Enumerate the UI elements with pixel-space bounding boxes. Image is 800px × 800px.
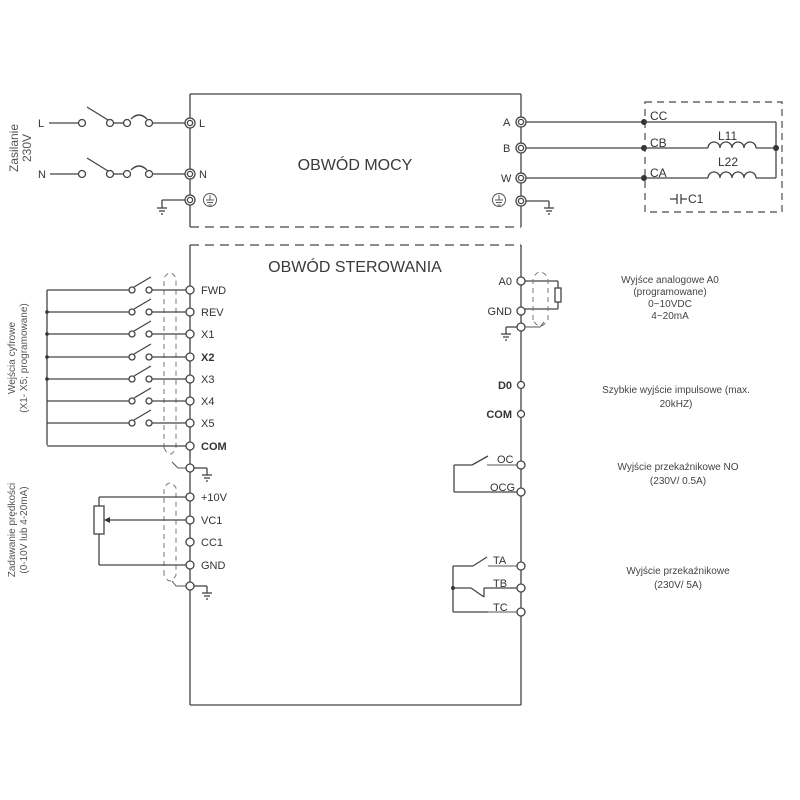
terminal-plus10v-label: +10V: [201, 492, 228, 504]
earth-icon: [492, 193, 506, 207]
terminal-rev-label: REV: [201, 307, 224, 319]
terminal-a-label: A: [503, 117, 511, 129]
terminal-l-label: L: [199, 118, 205, 130]
relay-no-output: OC OCG: [453, 454, 526, 497]
load-resistor-icon: [554, 287, 562, 303]
analog-out-desc-4: 4~20mA: [651, 311, 689, 322]
supply-voltage-label: 230V: [20, 134, 34, 162]
motor-cb-label: CB: [650, 136, 667, 150]
coil-l11-label: L11: [718, 129, 737, 143]
analog-input-row-gnd: GND: [185, 560, 226, 572]
capacitor-label: C1: [688, 192, 704, 206]
analog-out-desc-3: 0~10VDC: [648, 299, 692, 310]
analog-input-row-10v: +10V: [185, 492, 228, 504]
terminal-b-label: B: [503, 143, 510, 155]
speed-setting-label: Zadawanie prędkości: [7, 483, 18, 578]
coil-l22-label: L22: [718, 155, 738, 169]
terminal-n-label: N: [199, 169, 207, 181]
supply-line-n: N N: [38, 157, 207, 181]
analog-input-row-cc1: CC1: [185, 537, 223, 549]
analog-output: A0 GND: [488, 271, 562, 341]
input-switch: [133, 387, 152, 399]
capacitor-icon: [670, 194, 687, 204]
relay-desc-2: (230V/ 5A): [654, 580, 702, 591]
terminal-cc1-label: CC1: [201, 537, 223, 549]
digital-input-row-fwd: FWD: [47, 276, 226, 297]
coil-l11: [707, 141, 757, 149]
supply-line-l: L L: [38, 106, 205, 130]
terminal-gnd-out-label: GND: [488, 306, 513, 318]
input-switch: [133, 409, 152, 421]
digital-inputs: [46, 272, 190, 469]
motor-ca-label: CA: [650, 166, 667, 180]
terminal-x5-label: X5: [201, 418, 214, 430]
terminal-tc-label: TC: [493, 602, 508, 614]
input-switch: [133, 276, 152, 288]
relay-no-desc-1: Wyjście przekaźnikowe NO: [617, 462, 738, 473]
input-switch: [133, 343, 152, 355]
descriptions: Wyjśce analogowe A0 (programowane) 0~10V…: [602, 275, 750, 591]
digital-inputs-label: Wejścia cyfrowe: [7, 322, 18, 394]
digital-input-row-x5: X5: [47, 409, 214, 430]
terminal-w-label: W: [501, 173, 512, 185]
motor-box: CC CB CA L11 L22 C1: [641, 101, 783, 213]
terminal-ta-label: TA: [493, 555, 507, 567]
digital-input-row-rev: REV: [45, 298, 224, 319]
input-switch: [133, 365, 152, 377]
terminal-x1-label: X1: [201, 329, 214, 341]
terminal-fwd-label: FWD: [201, 285, 226, 297]
power-circuit-title: OBWÓD MOCY: [298, 155, 413, 174]
analog-out-desc-1: Wyjśce analogowe A0: [621, 275, 719, 286]
pe-terminal-left: [157, 193, 217, 215]
breaker-switch-n: [86, 157, 109, 172]
terminal-d0-label: D0: [498, 380, 512, 392]
relay-desc-1: Wyjście przekaźnikowe: [626, 566, 730, 577]
terminal-x2-label: X2: [201, 352, 214, 364]
terminal-a0-label: A0: [499, 276, 512, 288]
terminal-oc-label: OC: [497, 454, 514, 466]
breaker-switch-l: [86, 106, 109, 121]
motor-cc-label: CC: [650, 109, 668, 123]
terminal-com-label: COM: [201, 441, 227, 453]
control-circuit-title: OBWÓD STEROWANIA: [268, 257, 442, 276]
input-switch: [133, 320, 152, 332]
relay-no-desc-2: (230V/ 0.5A): [650, 476, 706, 487]
terminal-x4-label: X4: [201, 396, 214, 408]
digital-input-row-com: COM: [47, 441, 227, 453]
input-switch: [133, 298, 152, 310]
coil-l22: [707, 171, 757, 179]
source-n-label: N: [38, 169, 46, 181]
relay-output: TA TB TC: [451, 555, 526, 617]
terminal-com-out-label: COM: [486, 409, 512, 421]
pulse-out-desc-2: 20kHZ): [660, 399, 693, 410]
analog-input-row-vc1: VC1: [185, 515, 222, 527]
terminal-ocg-label: OCG: [490, 482, 515, 494]
analog-inputs: [93, 482, 212, 600]
control-circuit-box: [189, 244, 522, 706]
digital-input-row-x1: X1: [45, 320, 214, 341]
relay-no-switch: [471, 455, 489, 466]
terminal-tb-label: TB: [493, 578, 507, 590]
terminal-gnd-label: GND: [201, 560, 226, 572]
digital-input-row-x3: X3: [45, 365, 214, 386]
analog-out-desc-2: (programowane): [633, 287, 706, 298]
source-l-label: L: [38, 118, 44, 130]
earth-icon: [203, 193, 217, 207]
com-ground: [185, 463, 212, 482]
terminal-x3-label: X3: [201, 374, 214, 386]
digital-input-row-x2: X2: [45, 343, 214, 364]
digital-inputs-sublabel: (X1- X5; programowane): [19, 303, 30, 413]
terminal-vc1-label: VC1: [201, 515, 222, 527]
pulse-output: D0 COM: [486, 380, 526, 421]
output-terminals: A B W: [492, 116, 643, 215]
supply-label: Zasilanie: [7, 124, 21, 172]
speed-setting-sublabel: (0-10V lub 4-20mA): [19, 486, 30, 573]
digital-input-row-x4: X4: [47, 387, 214, 408]
pulse-out-desc-1: Szybkie wyjście impulsowe (max.: [602, 385, 750, 396]
potentiometer-icon: [93, 505, 105, 535]
